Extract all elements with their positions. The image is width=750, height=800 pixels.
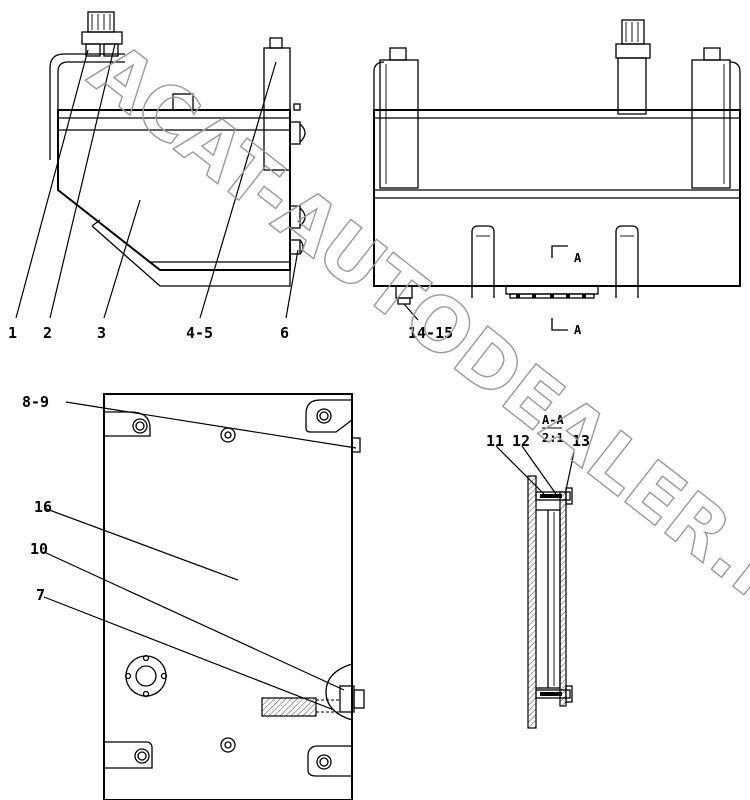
plan-view-flange bbox=[125, 655, 167, 697]
section-marker-top: A bbox=[574, 251, 582, 265]
section-scale: 2:1 bbox=[542, 431, 564, 445]
callout-13: 13 bbox=[572, 432, 590, 450]
callout-10: 10 bbox=[30, 540, 48, 558]
section-tank-wall bbox=[527, 475, 537, 729]
callout-1: 1 bbox=[8, 324, 17, 342]
section-title: A-A bbox=[542, 413, 564, 427]
callout-3: 3 bbox=[97, 324, 106, 342]
plan-view-callouts: 8-9 16 10 7 bbox=[22, 393, 357, 711]
watermark: ACAT-AUTODEALER.RU bbox=[74, 26, 750, 668]
callout-4-5: 4-5 bbox=[186, 324, 213, 342]
section-marker-bottom: A bbox=[574, 323, 582, 337]
plan-view-level-gauge bbox=[261, 697, 317, 717]
callout-7: 7 bbox=[36, 586, 45, 604]
callout-14-15: 14-15 bbox=[408, 324, 453, 342]
front-view-callouts: 14-15 bbox=[403, 303, 453, 342]
section-view-callouts: 11 12 13 bbox=[486, 432, 590, 495]
section-view: A-A 2:1 bbox=[527, 413, 573, 729]
front-view-sensor-column bbox=[617, 57, 647, 115]
front-view-bottom-flange bbox=[505, 285, 599, 295]
callout-6: 6 bbox=[280, 324, 289, 342]
section-gasket bbox=[547, 509, 561, 689]
callout-16: 16 bbox=[34, 498, 52, 516]
plan-view-side-port bbox=[325, 663, 353, 721]
side-view bbox=[49, 11, 306, 287]
front-view-sensor bbox=[621, 19, 645, 45]
callout-11: 11 bbox=[486, 432, 504, 450]
section-cover-plate bbox=[559, 491, 567, 707]
plan-view-tank-body bbox=[103, 393, 353, 800]
callout-2: 2 bbox=[43, 324, 52, 342]
callout-8-9: 8-9 bbox=[22, 393, 49, 411]
callout-12: 12 bbox=[512, 432, 530, 450]
side-view-tank-body bbox=[57, 109, 291, 271]
front-view: A A bbox=[373, 19, 741, 337]
side-view-callouts: 1 2 3 4-5 6 bbox=[8, 43, 299, 342]
side-view-cap bbox=[172, 93, 194, 111]
